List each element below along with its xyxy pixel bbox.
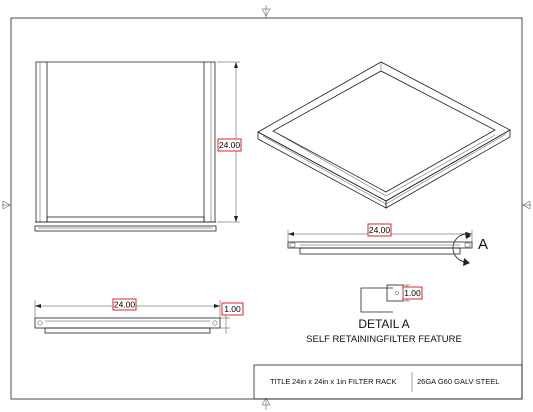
iso-width-label: 24.00 <box>369 225 391 235</box>
center-mark-top <box>261 5 271 18</box>
title-value: 24in x 24in x 1in FILTER RACK <box>292 377 397 386</box>
detail-callout-arc <box>452 232 471 266</box>
front-height-label: 24.00 <box>219 140 241 150</box>
isometric-view <box>257 61 511 209</box>
detail-callout-letter: A <box>478 236 488 253</box>
side-height-label: 1.00 <box>224 304 241 314</box>
center-mark-bottom <box>261 397 271 410</box>
front-view <box>34 61 217 232</box>
detail-height-label: 1.00 <box>404 288 421 298</box>
side-height-dimension <box>220 302 244 334</box>
side-view-upper <box>287 241 473 255</box>
detail-a-view <box>360 284 423 313</box>
detail-subtitle: SELF RETAININGFILTER FEATURE <box>306 334 462 345</box>
front-height-dimension <box>217 61 242 223</box>
center-mark-right <box>522 200 531 210</box>
material-label: 26GA G60 GALV STEEL <box>417 377 499 386</box>
detail-title: DETAIL A <box>358 317 409 331</box>
side-view-lower <box>34 317 221 334</box>
center-mark-left <box>2 200 11 210</box>
title-block <box>253 364 523 400</box>
side-width-dimension <box>34 298 221 318</box>
side-width-label: 24.00 <box>114 300 136 310</box>
title-label: TITLE <box>270 377 290 386</box>
